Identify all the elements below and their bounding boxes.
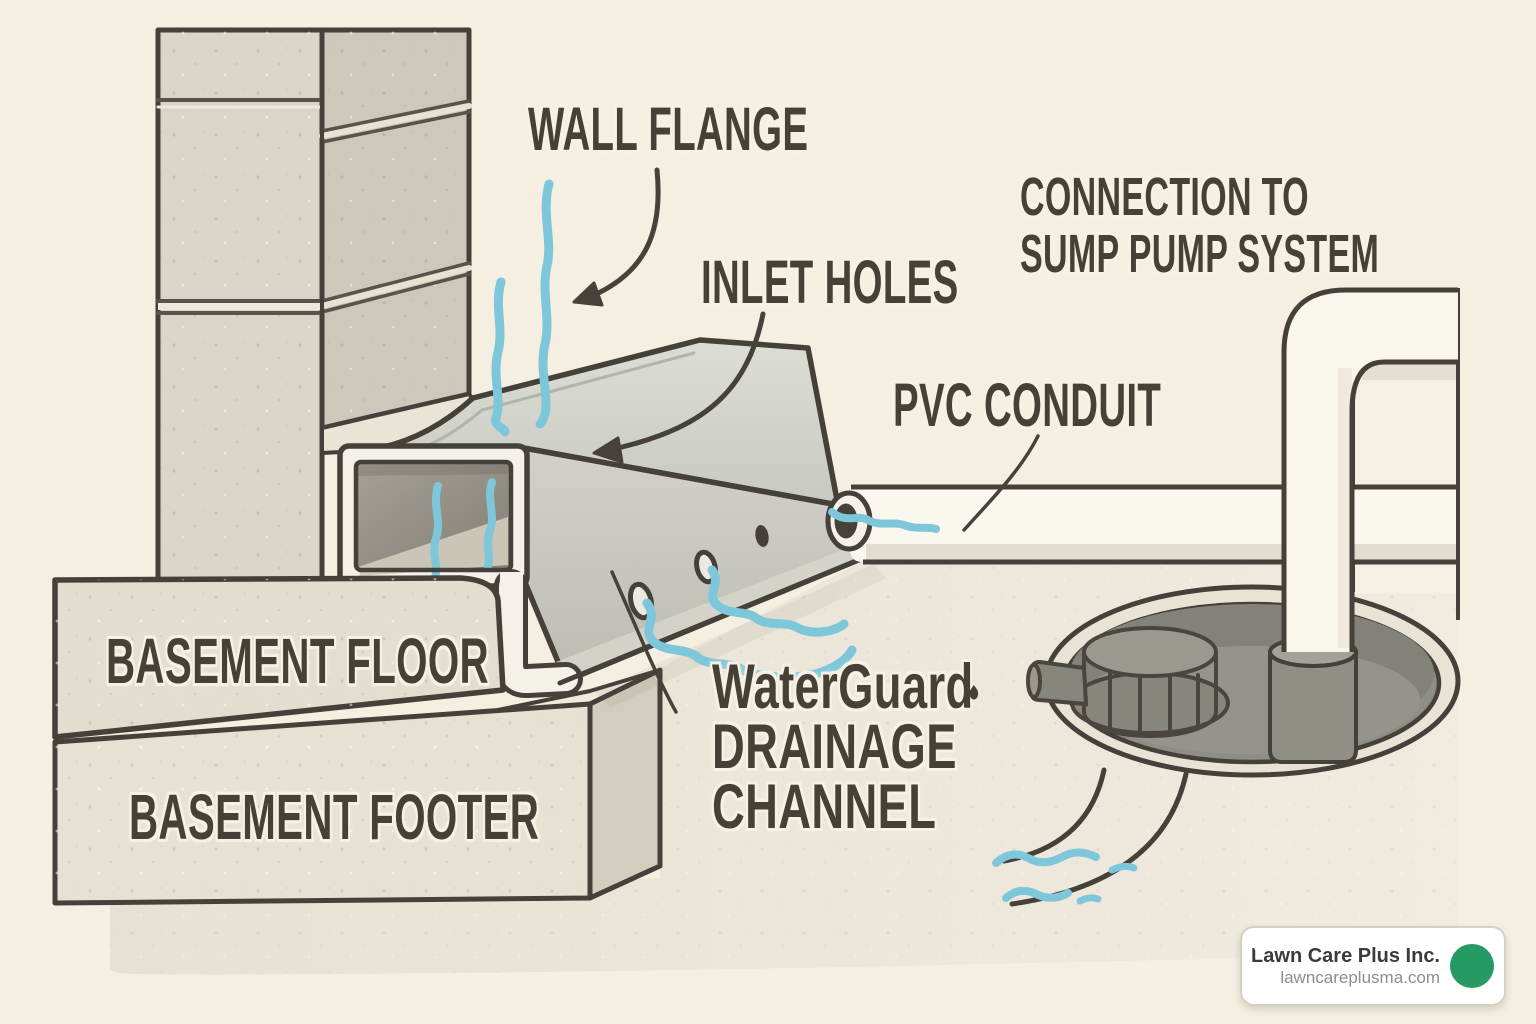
pipe-coupling: [1268, 636, 1358, 764]
grass-logo-icon: [1247, 934, 1494, 988]
mortar-joints: [156, 28, 472, 587]
label-connection: CONNECTION TO SUMP PUMP SYSTEM: [1020, 169, 1379, 283]
water-flow-squiggle-icon: [430, 482, 442, 582]
label-connection-line2: SUMP PUMP SYSTEM: [1020, 224, 1380, 284]
brand-website: lawncareplusma.com: [1280, 967, 1440, 987]
water-flow-squiggle-icon: [535, 179, 554, 429]
arrow-pointer-icon: [572, 167, 661, 307]
label-pointers: [572, 167, 1040, 714]
label-basement-footer: BASEMENT FOOTER: [129, 781, 540, 853]
water-flow-squiggle-icon: [491, 277, 510, 437]
water-flow-squiggle-icon: [707, 565, 849, 637]
pointer-line-pvc: [962, 434, 1040, 532]
wall-water-squiggles: [491, 179, 554, 437]
discharge-pipe: [992, 767, 1189, 907]
inlet-hole-dark: [755, 525, 769, 547]
label-wall-flange: WALL FLANGE: [528, 95, 809, 163]
block-wall: [155, 27, 472, 588]
riser-pipe: [1268, 287, 1458, 668]
water-flow-squiggle-icon: [483, 478, 496, 570]
channel-ground-shadow: [595, 564, 886, 708]
drainage-channel: [320, 337, 871, 699]
water-flow-squiggle-icon: [642, 598, 857, 682]
label-waterguard: WaterGuard DRAINAGE CHANNEL: [712, 656, 986, 842]
grass-blades: [1247, 934, 1267, 955]
arrow-pointer-icon: [592, 311, 766, 464]
brand-company: Lawn Care Plus Inc.: [1251, 944, 1440, 967]
label-product-word2: DRAINAGE: [712, 712, 957, 782]
label-product-name: WaterGuard: [712, 656, 986, 719]
label-product-word3: CHANNEL: [712, 772, 937, 842]
pvc-conduit-pipe: [825, 484, 1458, 565]
brand-text: Lawn Care Plus Inc. lawncareplusma.com: [1251, 944, 1440, 988]
water-flow-squiggle-icon: [992, 848, 1138, 905]
channel-cross-section: [337, 443, 583, 699]
label-connection-line1: CONNECTION TO: [1020, 167, 1309, 227]
sump-pump: [1026, 626, 1230, 738]
label-basement-floor: BASEMENT FLOOR: [106, 625, 489, 697]
label-inlet-holes: INLET HOLES: [701, 248, 959, 316]
basement-floor-slab: [52, 575, 506, 740]
water-flow-squiggle-icon: [828, 508, 940, 533]
pointer-line-waterguard: [610, 570, 678, 714]
brand-chip: Lawn Care Plus Inc. lawncareplusma.com: [1240, 926, 1506, 1006]
basement-footer-slab: [52, 667, 663, 906]
label-pvc-conduit: PVC CONDUIT: [893, 371, 1162, 439]
